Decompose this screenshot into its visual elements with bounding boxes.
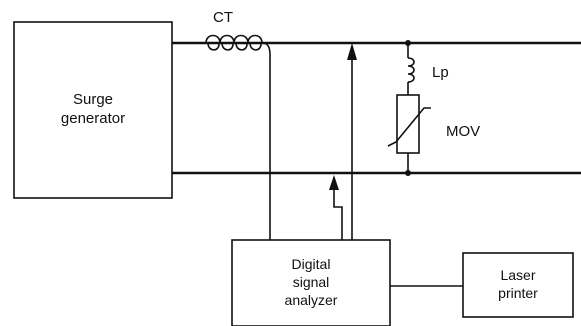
ct-coil-top [205, 34, 263, 44]
ct-label: CT [213, 9, 233, 26]
analyzer-label-line2: signal [293, 274, 330, 290]
mov-branch: Lp MOV [387, 40, 480, 176]
printer-label-line1: Laser [500, 267, 535, 283]
mov-varistor-slash [387, 107, 431, 147]
surge-generator-label-line2: generator [61, 110, 125, 127]
digital-signal-analyzer-block: Digital signal analyzer [231, 239, 391, 326]
current-transformer: CT [205, 9, 263, 51]
ct-lead-wire [261, 42, 271, 240]
lower-probe-wire [333, 190, 343, 240]
mov-resistor-body [396, 94, 420, 154]
laser-printer-block: Laser printer [462, 252, 574, 318]
lp-label: Lp [432, 64, 449, 81]
upper-probe-arrowhead [347, 43, 357, 60]
lower-probe-arrowhead [329, 175, 339, 190]
printer-label-line2: printer [498, 285, 538, 301]
surge-generator-block: Surge generator [13, 21, 173, 199]
analyzer-label-line3: analyzer [285, 292, 338, 308]
printer-box [462, 252, 574, 318]
lp-inductor-coil [407, 57, 415, 83]
analyzer-label-line1: Digital [292, 256, 331, 272]
mov-label: MOV [446, 123, 480, 140]
surge-generator-box [13, 21, 173, 199]
surge-generator-label-line1: Surge [73, 91, 113, 108]
analyzer-box [231, 239, 391, 326]
ct-coil-loops [207, 42, 262, 51]
